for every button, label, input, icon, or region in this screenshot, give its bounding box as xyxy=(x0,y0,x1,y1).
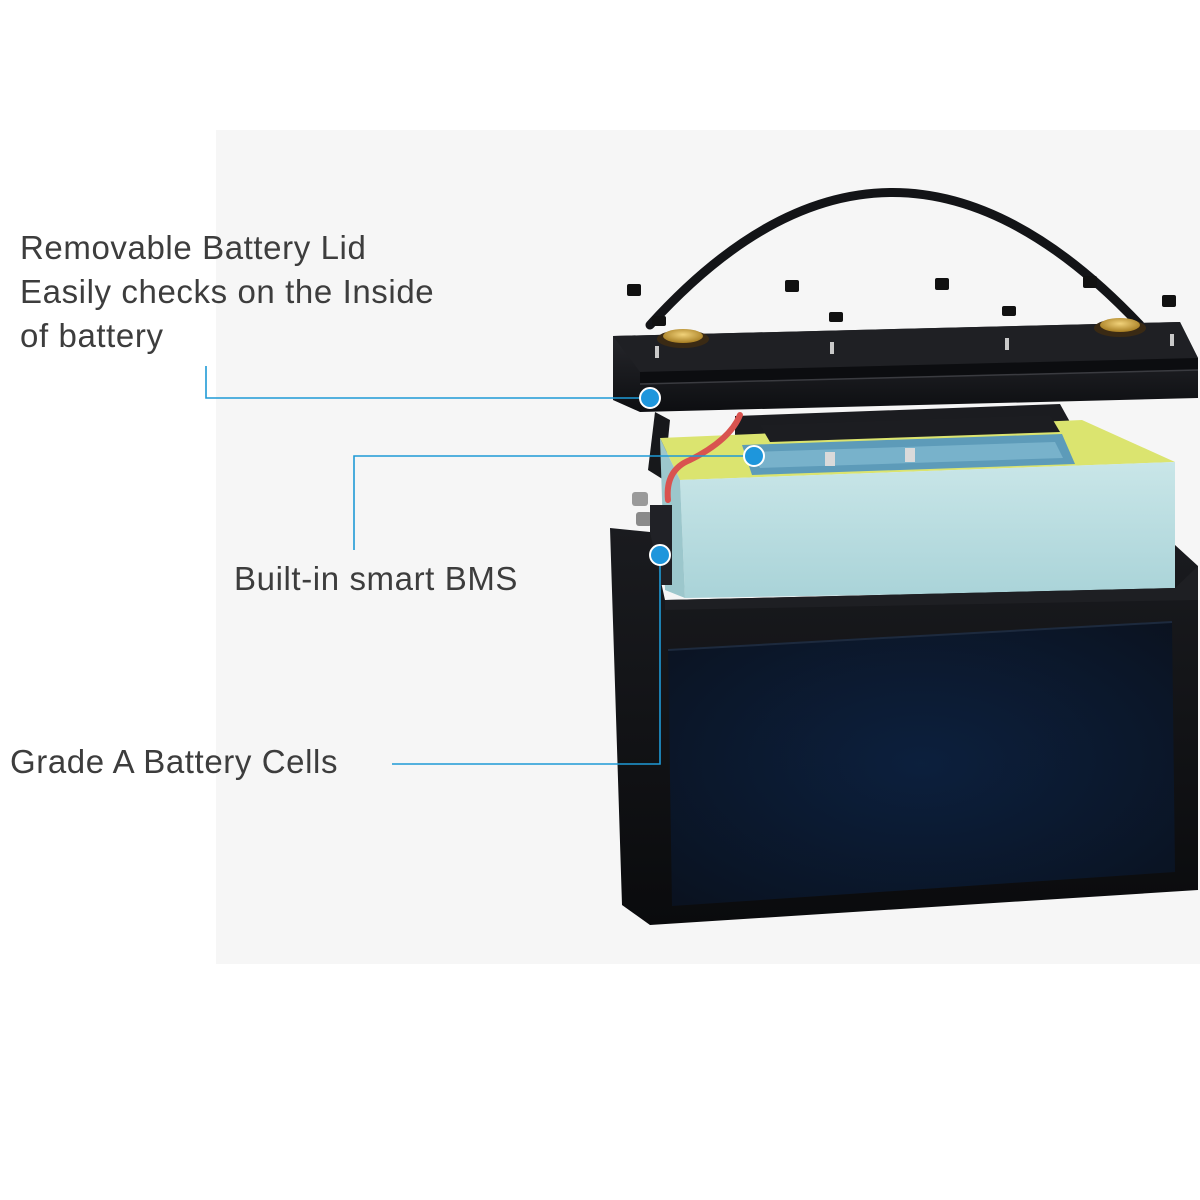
callout-label-bms: Built-in smart BMS xyxy=(234,560,519,597)
callout-lines xyxy=(205,366,754,765)
callout-label-cells: Grade A Battery Cells xyxy=(10,743,339,780)
callout-line-cells xyxy=(392,555,661,765)
callout-line-bms xyxy=(353,455,754,550)
callout-lid-line1: Removable Battery Lid xyxy=(20,229,367,266)
battery-terminal-icon xyxy=(657,318,1146,348)
red-cable xyxy=(664,412,743,503)
battery-case xyxy=(610,528,1198,925)
lid-studs xyxy=(627,276,1176,326)
callout-label-lid: Removable Battery Lid Easily checks on t… xyxy=(20,226,434,358)
carry-handle-icon xyxy=(645,188,1145,330)
callout-lid-line3: of battery xyxy=(20,317,164,354)
callout-lid-line2: Easily checks on the Inside xyxy=(20,273,435,310)
case-panel xyxy=(668,622,1175,906)
callout-dots xyxy=(639,387,765,566)
callout-dot-cells xyxy=(649,544,671,566)
battery-lid xyxy=(613,322,1199,412)
callout-line-lid xyxy=(205,366,650,399)
callout-dot-bms xyxy=(743,445,765,467)
callout-dot-lid xyxy=(639,387,661,409)
bms-board xyxy=(742,415,1075,475)
